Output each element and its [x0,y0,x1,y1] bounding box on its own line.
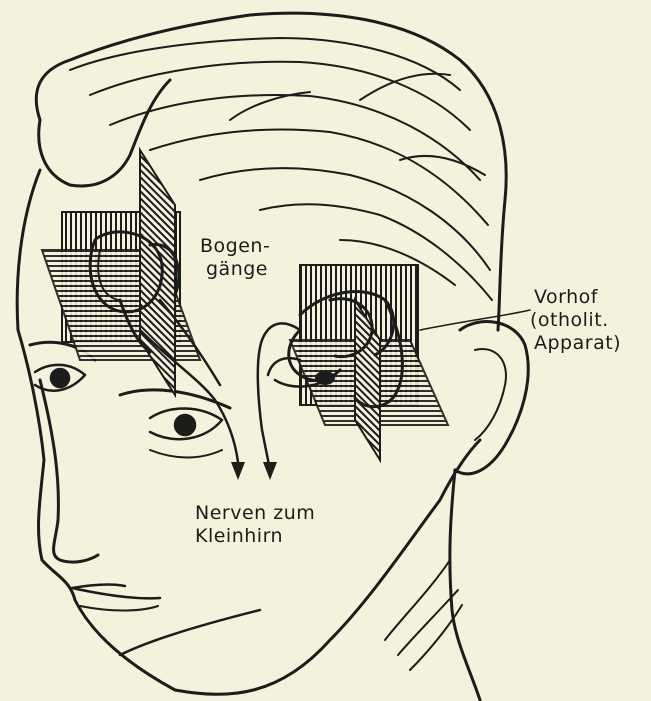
label-nerven-line2: Kleinhirn [195,525,315,548]
label-vorhof-line1: Vorhof [534,286,621,309]
label-bogengaenge: Bogen- gänge [200,235,270,281]
label-nerven: Nerven zum Kleinhirn [195,502,315,548]
label-nerven-line1: Nerven zum [195,502,315,525]
label-vorhof-line3: Apparat) [534,332,621,355]
label-bogengaenge-line1: Bogen- [200,235,270,258]
label-bogengaenge-line2: gänge [206,258,270,281]
label-vorhof-line2: (otholit. [530,309,621,332]
label-vorhof: Vorhof (otholit. Apparat) [534,286,621,355]
